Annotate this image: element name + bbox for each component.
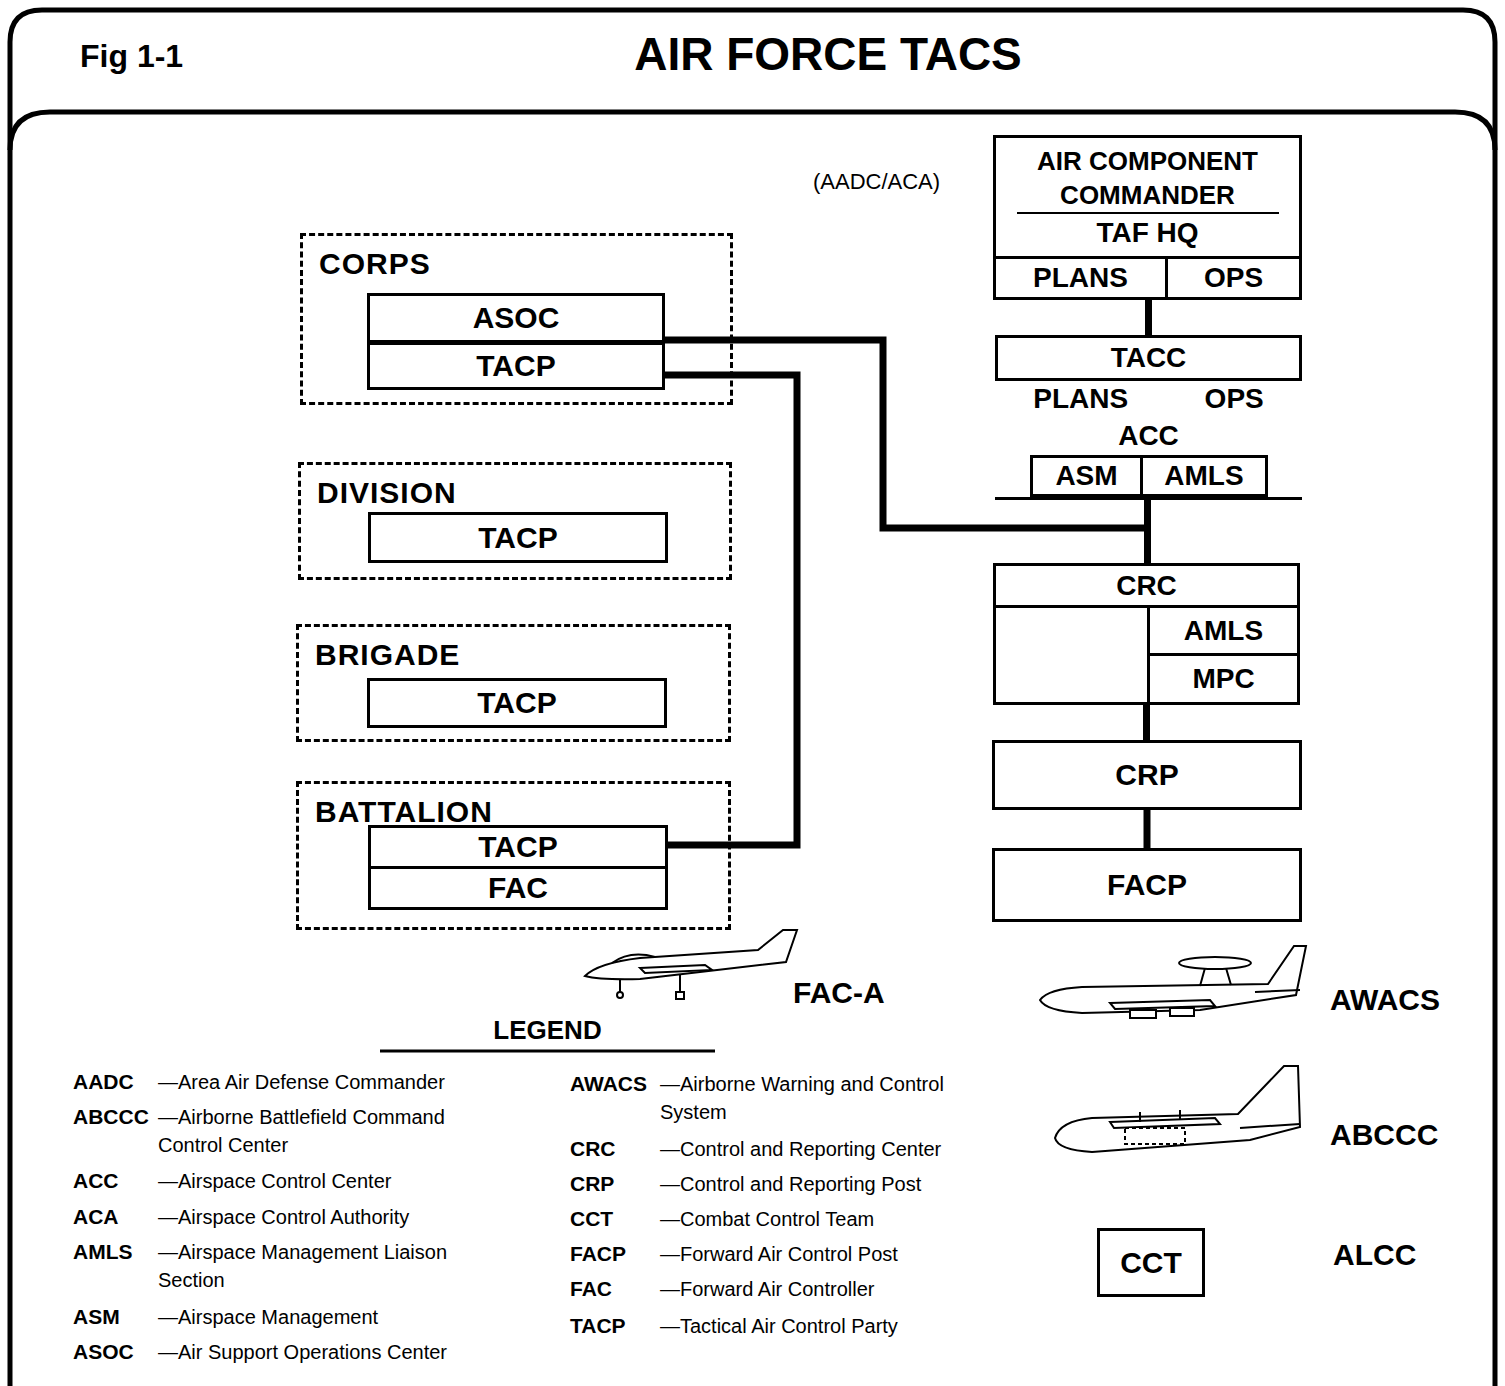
legend-heading: LEGEND xyxy=(380,1014,715,1046)
connector-line xyxy=(1145,300,1152,335)
unit-box: TACP xyxy=(368,512,668,563)
box-label: TACC xyxy=(998,338,1299,378)
unit-box: ASOC xyxy=(367,293,665,343)
legend-abbreviation: CCT xyxy=(570,1205,613,1233)
box-label: FACP xyxy=(1107,867,1187,903)
band-row: PLANS OPS xyxy=(995,378,1302,420)
legend-definition: —Airborne Warning and Control System xyxy=(660,1070,1005,1126)
figure-number: Fig 1-1 xyxy=(80,36,183,76)
legend-abbreviation: CRP xyxy=(570,1170,614,1198)
legend-abbreviation: FAC xyxy=(570,1275,612,1303)
team-box: CCT xyxy=(1097,1228,1205,1297)
legend-abbreviation: ASOC xyxy=(73,1338,134,1366)
box-label: CCT xyxy=(1120,1245,1182,1281)
box-label: TACP xyxy=(477,685,556,721)
box-label: ASOC xyxy=(473,300,560,336)
fac-a-aircraft xyxy=(585,930,797,999)
legend-abbreviation: ACA xyxy=(73,1203,119,1231)
legend-abbreviation: TACP xyxy=(570,1312,626,1340)
awacs-aircraft xyxy=(1040,946,1306,1018)
echelon-group: CORPS ASOC TACP xyxy=(300,233,733,405)
legend-definition: —Airspace Management Liaison Section xyxy=(158,1238,503,1294)
unit-box: TACP xyxy=(367,342,665,390)
connector-line xyxy=(665,375,797,845)
legend-abbreviation: CRC xyxy=(570,1135,616,1163)
legend-definition: —Airborne Battlefield Command Control Ce… xyxy=(158,1103,503,1159)
legend-definition: —Area Air Defense Commander xyxy=(158,1068,503,1096)
echelon-group: BRIGADE TACP xyxy=(296,624,731,742)
connector-line xyxy=(1143,705,1150,740)
legend-abbreviation: ASM xyxy=(73,1303,120,1331)
echelon-group: BATTALIONTACP FAC xyxy=(296,781,731,930)
echelon-heading: CORPS xyxy=(319,246,431,282)
legend-definition: —Air Support Operations Center xyxy=(158,1338,503,1366)
cell-box: PLANS xyxy=(993,256,1168,300)
legend-abbreviation: AMLS xyxy=(73,1238,133,1266)
box-label: CRC xyxy=(996,566,1297,608)
box-label: TACP xyxy=(478,520,557,556)
box-label: TAF HQ xyxy=(996,214,1299,252)
box-label: PLANS xyxy=(1033,260,1128,296)
echelon-group: DIVISION TACP xyxy=(298,462,732,580)
unit-box: TACP xyxy=(367,678,667,728)
cell-box: MPC xyxy=(1147,653,1300,705)
legend-abbreviation: AWACS xyxy=(570,1070,647,1098)
annotation: (AADC/ACA) xyxy=(813,168,940,196)
legend-definition: —Tactical Air Control Party xyxy=(660,1312,1005,1340)
center-box: CRC AMLS MPC xyxy=(993,563,1300,705)
center-region: ACCASM AMLS xyxy=(995,417,1302,497)
aircraft-label: AWACS xyxy=(1330,982,1440,1018)
box-label: ASM xyxy=(1055,458,1117,494)
legend-definition: —Combat Control Team xyxy=(660,1205,1005,1233)
box-label: CRP xyxy=(1115,757,1178,793)
box-label: OPS xyxy=(1205,383,1264,415)
cell-box: AMLS xyxy=(1147,605,1300,656)
legend-definition: —Airspace Control Center xyxy=(158,1167,503,1195)
echelon-heading: DIVISION xyxy=(317,475,457,511)
legend-definition: —Airspace Control Authority xyxy=(158,1203,503,1231)
legend-definition: —Forward Air Controller xyxy=(660,1275,1005,1303)
unit-box: TACP xyxy=(368,825,668,869)
legend-underline xyxy=(380,1050,715,1053)
post-box: CRP xyxy=(992,740,1302,810)
box-label: MPC xyxy=(1192,661,1254,697)
legend-abbreviation: ABCCC xyxy=(73,1103,149,1131)
aircraft-label: FAC-A xyxy=(793,975,885,1011)
cell-box: OPS xyxy=(1165,256,1302,300)
box-label: AMLS xyxy=(1184,613,1263,649)
box-label: TACP xyxy=(476,348,555,384)
outer-frame xyxy=(10,10,1495,1386)
command-box: AIR COMPONENT COMMANDERTAF HQ PLANS OPS xyxy=(993,135,1302,300)
unit-box: FAC xyxy=(368,866,668,910)
echelon-heading: BATTALION xyxy=(315,794,493,830)
abccc-aircraft xyxy=(1055,1066,1300,1152)
aircraft-label: ALCC xyxy=(1333,1237,1416,1273)
diagram-title: AIR FORCE TACS xyxy=(478,26,1178,82)
box-label: TACP xyxy=(478,829,557,865)
legend-abbreviation: ACC xyxy=(73,1167,119,1195)
echelon-heading: BRIGADE xyxy=(315,637,460,673)
box-label: ACC xyxy=(995,417,1302,455)
legend-definition: —Airspace Management xyxy=(158,1303,503,1331)
legend-definition: —Control and Reporting Center xyxy=(660,1135,1005,1163)
connector-line xyxy=(1144,810,1151,848)
box-label: AIR COMPONENT COMMANDER xyxy=(1017,144,1279,214)
legend-definition: —Control and Reporting Post xyxy=(660,1170,1005,1198)
legend-abbreviation: AADC xyxy=(73,1068,134,1096)
box-label: OPS xyxy=(1204,260,1263,296)
legend-abbreviation: FACP xyxy=(570,1240,626,1268)
post-box: FACP xyxy=(992,848,1302,922)
box-label: PLANS xyxy=(1033,383,1128,415)
cell-box: ASM xyxy=(1030,455,1143,497)
center-box: TACC PLANS OPSACCASM AMLS xyxy=(995,335,1302,500)
box-label: FAC xyxy=(488,870,548,906)
aircraft-label: ABCCC xyxy=(1330,1117,1438,1153)
cell-box: AMLS xyxy=(1140,455,1268,497)
legend-definition: —Forward Air Control Post xyxy=(660,1240,1005,1268)
box-label: AMLS xyxy=(1164,458,1243,494)
